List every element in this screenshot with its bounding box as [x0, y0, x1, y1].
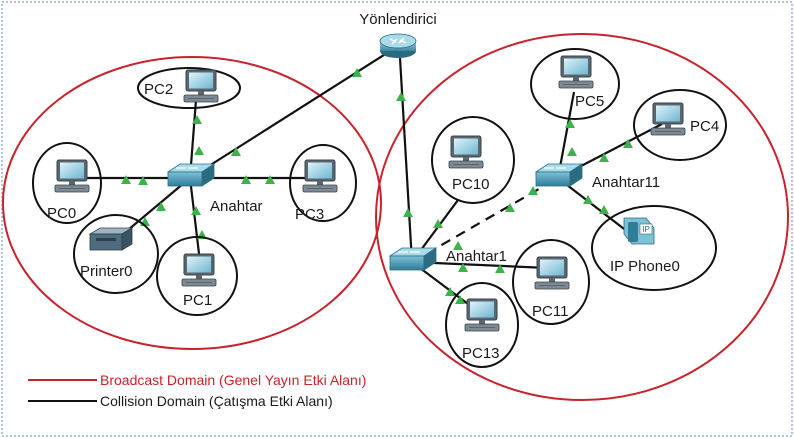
switch-anahtar1-label: Anahtar1: [446, 248, 507, 265]
pc10-icon[interactable]: [448, 135, 484, 169]
pc5-icon[interactable]: [558, 55, 594, 89]
link-router-switch1: [398, 57, 414, 263]
printer0-label: Printer0: [80, 263, 133, 280]
pc1-icon[interactable]: [181, 253, 217, 287]
pc1-label: PC1: [183, 292, 212, 309]
pc4-icon[interactable]: [650, 102, 686, 136]
broadcast-domain-left: [2, 56, 382, 350]
legend-collision-label: Collision Domain (Çatışma Etki Alanı): [100, 393, 333, 409]
pc3-icon[interactable]: [302, 159, 338, 193]
switch-anahtar-label: Anahtar: [210, 198, 263, 215]
pc13-icon[interactable]: [464, 298, 500, 332]
switch-anahtar11-icon[interactable]: [535, 163, 583, 187]
pc5-label: PC5: [575, 93, 604, 110]
broadcast-domain-right: [375, 33, 789, 401]
switch-anahtar-icon[interactable]: [167, 163, 215, 187]
pc13-label: PC13: [462, 345, 500, 362]
link-router-switch-left: [189, 45, 399, 179]
switch-anahtar11-label: Anahtar11: [592, 174, 660, 191]
pc3-label: PC3: [295, 206, 324, 223]
router-label: Yönlendirici: [359, 11, 437, 28]
pc11-icon[interactable]: [534, 256, 570, 290]
pc11-label: PC11: [532, 303, 568, 320]
pc2-label: PC2: [144, 81, 173, 98]
switch-anahtar1-icon[interactable]: [389, 247, 437, 271]
collision-domains: [32, 48, 727, 368]
ip-phone-icon[interactable]: IP: [623, 217, 655, 245]
ip-badge: IP: [642, 225, 650, 234]
pc0-label: PC0: [47, 205, 76, 222]
pc2-icon[interactable]: [183, 69, 219, 103]
ipphone0-label: IP Phone0: [610, 258, 680, 275]
pc10-label: PC10: [452, 176, 490, 193]
printer0-icon[interactable]: [88, 227, 134, 251]
pc4-label: PC4: [690, 118, 719, 135]
legend-broadcast-label: Broadcast Domain (Genel Yayın Etki Alanı…: [100, 372, 366, 388]
pc0-icon[interactable]: [54, 159, 90, 193]
router-icon[interactable]: [379, 33, 417, 58]
legend: Broadcast Domain (Genel Yayın Etki Alanı…: [28, 372, 366, 409]
